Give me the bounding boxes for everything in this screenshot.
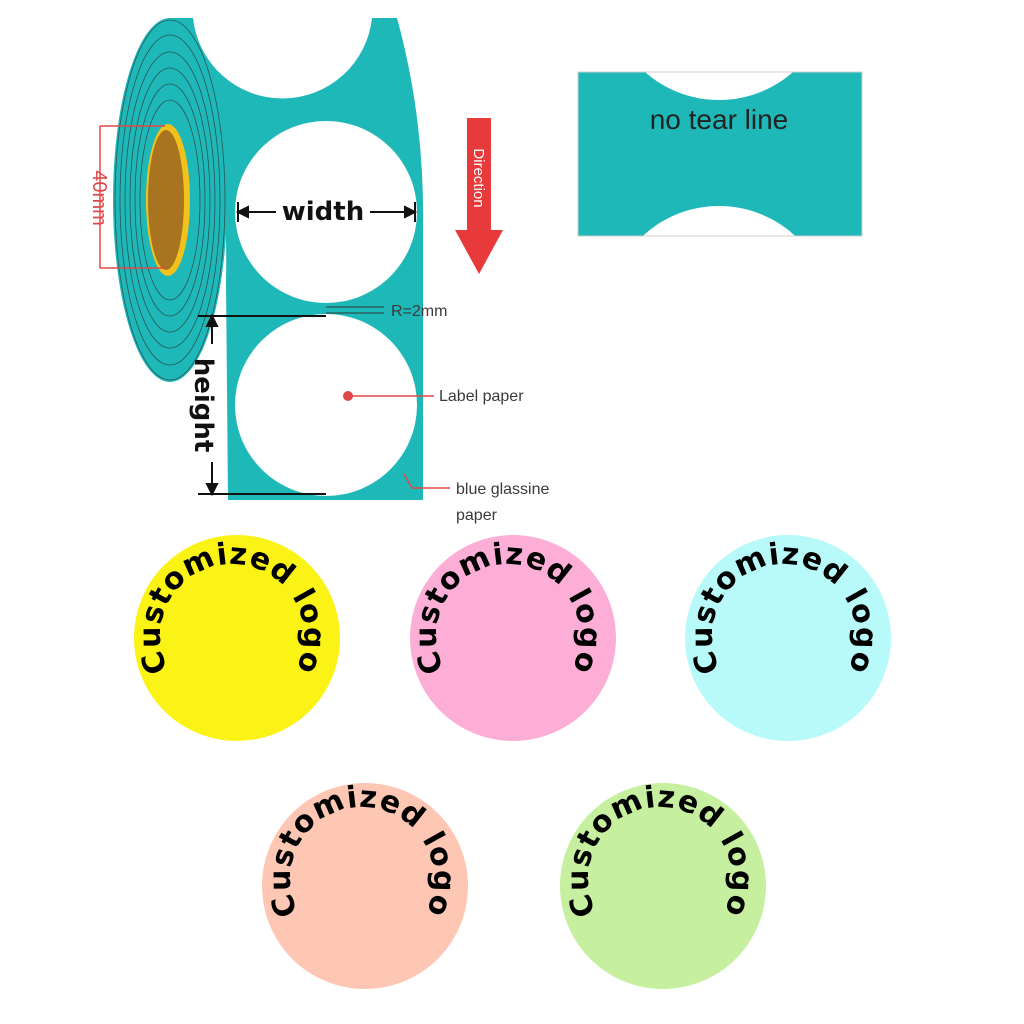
glassine-text-line2: paper — [456, 507, 498, 524]
radius-label: R=2mm — [391, 303, 447, 320]
height-label: height — [188, 358, 218, 453]
sticker-yellow: Customized logo — [133, 535, 340, 741]
no-tear-line-label: no tear line — [650, 104, 789, 135]
sticker-circle — [262, 783, 468, 989]
label-paper-circle — [235, 314, 417, 496]
sticker-pink: Customized logo — [409, 535, 616, 741]
glassine-leader — [403, 473, 450, 489]
sticker-circle — [134, 535, 340, 741]
width-label: width — [282, 197, 364, 227]
sticker-circle — [410, 535, 616, 741]
core-dimension — [99, 125, 165, 269]
direction-label: Direction — [470, 148, 487, 207]
core-size-label: 40mm — [88, 170, 110, 226]
top-label-partial — [193, 18, 372, 99]
roll-wraps — [114, 19, 226, 381]
sticker-samples: Customized logo Customized logo Customiz… — [133, 535, 891, 989]
sticker-peach: Customized logo — [262, 780, 468, 989]
width-dimension — [235, 202, 418, 222]
label-paper-text: Label paper — [439, 388, 524, 405]
radius-callout — [326, 306, 384, 314]
sticker-circle — [685, 535, 891, 741]
sticker-cyan: Customized logo — [685, 535, 891, 741]
label-roll — [113, 18, 424, 500]
glassine-text-line1: blue glassine — [456, 481, 550, 498]
height-dimension — [198, 313, 326, 497]
sticker-green: Customized logo — [560, 780, 766, 989]
sticker-circle — [560, 783, 766, 989]
label-width — [235, 121, 417, 303]
direction-arrow — [455, 118, 503, 274]
no-tear-line-inset — [577, 71, 863, 237]
paper-core — [148, 130, 184, 270]
